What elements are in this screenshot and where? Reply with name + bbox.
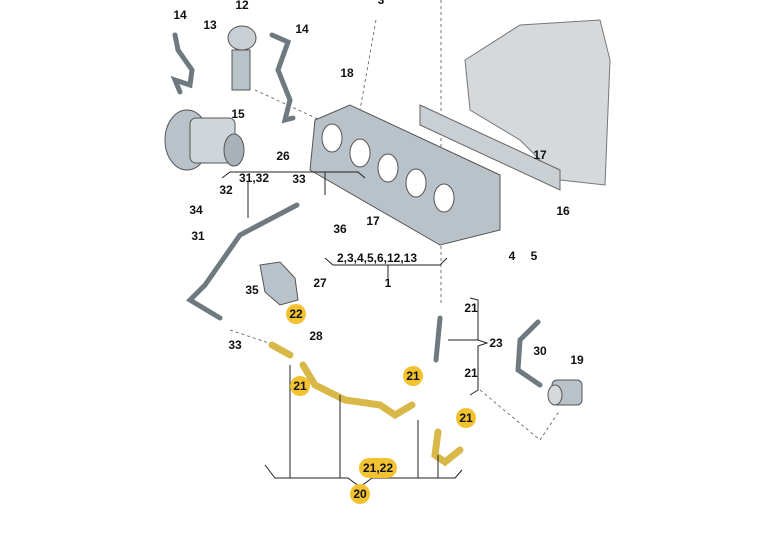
part-callout-label: 33	[228, 338, 242, 352]
pump-part	[164, 109, 245, 171]
manifold-ports	[321, 123, 455, 213]
part-callout-label: 14	[173, 8, 187, 22]
part-callout-label: 23	[489, 336, 503, 350]
part-callout-label: 3	[377, 0, 385, 7]
valve-part	[227, 25, 257, 91]
bracket-part	[259, 261, 299, 306]
part-callout-label: 21,22	[358, 458, 398, 478]
part-callout-label: 19	[570, 353, 584, 367]
gasket	[419, 104, 561, 191]
gray-hoses	[170, 32, 543, 388]
part-callout-label: 5	[530, 249, 538, 263]
cylinder-head	[464, 19, 611, 186]
part-callout-label: 21	[464, 301, 478, 315]
part-callout-label: 12	[235, 0, 249, 12]
part-callout-label: 13	[203, 18, 217, 32]
part-callout-label: 2,3,4,5,6,12,13	[336, 251, 418, 265]
part-callout-label: 31	[191, 229, 205, 243]
highlighted-hoses	[268, 341, 464, 467]
part-callout-label: 31,32	[238, 171, 270, 185]
part-callout-label: 36	[333, 222, 347, 236]
part-callout-label: 30	[533, 344, 547, 358]
part-callout-label: 14	[295, 22, 309, 36]
part-callout-label: 33	[292, 172, 306, 186]
part-callout-label: 35	[245, 283, 259, 297]
part-callout-label: 1	[384, 276, 392, 290]
part-callout-label: 21	[456, 408, 476, 428]
fuel-pump-part	[547, 379, 583, 406]
part-callout-label: 26	[276, 149, 290, 163]
part-callout-label: 20	[350, 484, 370, 504]
part-callout-label: 18	[340, 66, 354, 80]
part-callout-label: 16	[556, 204, 570, 218]
part-callout-label: 21	[403, 366, 423, 386]
part-callout-label: 28	[309, 329, 323, 343]
part-callout-label: 21	[290, 376, 310, 396]
part-callout-label: 17	[533, 148, 547, 162]
part-callout-label: 17	[366, 214, 380, 228]
part-callout-label: 15	[231, 107, 245, 121]
part-callout-label: 34	[189, 203, 203, 217]
part-callout-label: 22	[286, 304, 306, 324]
part-callout-label: 4	[508, 249, 516, 263]
part-callout-label: 21	[464, 366, 478, 380]
part-callout-label: 32	[219, 183, 233, 197]
part-callout-label: 27	[313, 276, 327, 290]
